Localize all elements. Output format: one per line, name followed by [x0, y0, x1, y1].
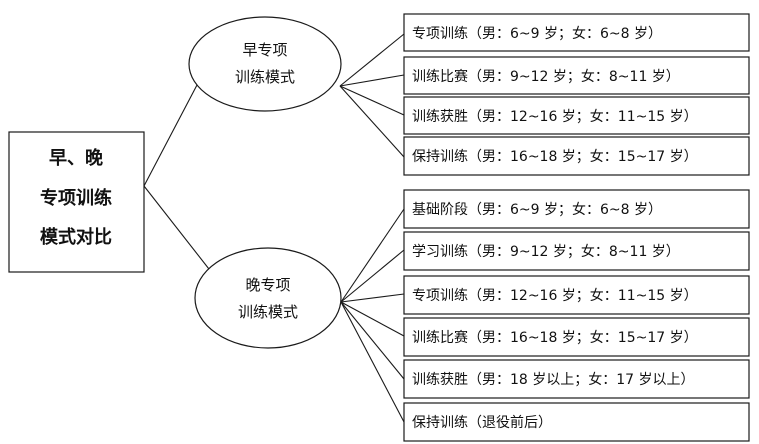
early-mode-line-2: 训练模式: [235, 68, 295, 86]
root-node: 早、晚 专项训练 模式对比: [8, 131, 145, 273]
early-stage-list: 专项训练（男：6~9 岁；女：6~8 岁） 训练比赛（男：9~12 岁；女：8~…: [403, 13, 750, 176]
late-stage-item-1: 基础阶段（男：6~9 岁；女：6~8 岁）: [412, 201, 662, 218]
early-stage-item-4: 保持训练（男：16~18 岁；女：15~17 岁）: [412, 148, 698, 165]
early-mode-node: 早专项 训练模式: [188, 16, 342, 112]
late-mode-line-2: 训练模式: [238, 303, 298, 321]
root-line-3: 模式对比: [40, 226, 112, 248]
late-stage-item-6: 保持训练（退役前后）: [412, 414, 552, 431]
early-mode-line-1: 早专项: [242, 41, 287, 59]
late-stage-item-2: 学习训练（男：9~12 岁；女：8~11 岁）: [412, 243, 680, 260]
connectors-late-group: [340, 208, 405, 423]
root-line-2: 专项训练: [40, 187, 112, 209]
early-stage-item-2: 训练比赛（男：9~12 岁；女：8~11 岁）: [412, 68, 680, 85]
connector-root-to-late: [143, 185, 217, 279]
late-stage-item-3: 专项训练（男：12~16 岁；女：11~15 岁）: [412, 287, 698, 304]
late-stage-list: 基础阶段（男：6~9 岁；女：6~8 岁） 学习训练（男：9~12 岁；女：8~…: [403, 189, 750, 442]
late-stage-item-4: 训练比赛（男：16~18 岁；女：15~17 岁）: [412, 329, 698, 346]
early-stage-item-3: 训练获胜（男：12~16 岁；女：11~15 岁）: [412, 108, 698, 125]
early-stage-item-1: 专项训练（男：6~9 岁；女：6~8 岁）: [412, 25, 662, 42]
root-line-1: 早、晚: [49, 147, 103, 169]
late-mode-node: 晚专项 训练模式: [194, 247, 342, 349]
late-stage-item-5: 训练获胜（男：18 岁以上；女：17 岁以上）: [412, 371, 695, 388]
connector-root-to-early: [143, 84, 198, 187]
late-mode-line-1: 晚专项: [245, 276, 290, 294]
connectors-early-group: [339, 33, 405, 158]
